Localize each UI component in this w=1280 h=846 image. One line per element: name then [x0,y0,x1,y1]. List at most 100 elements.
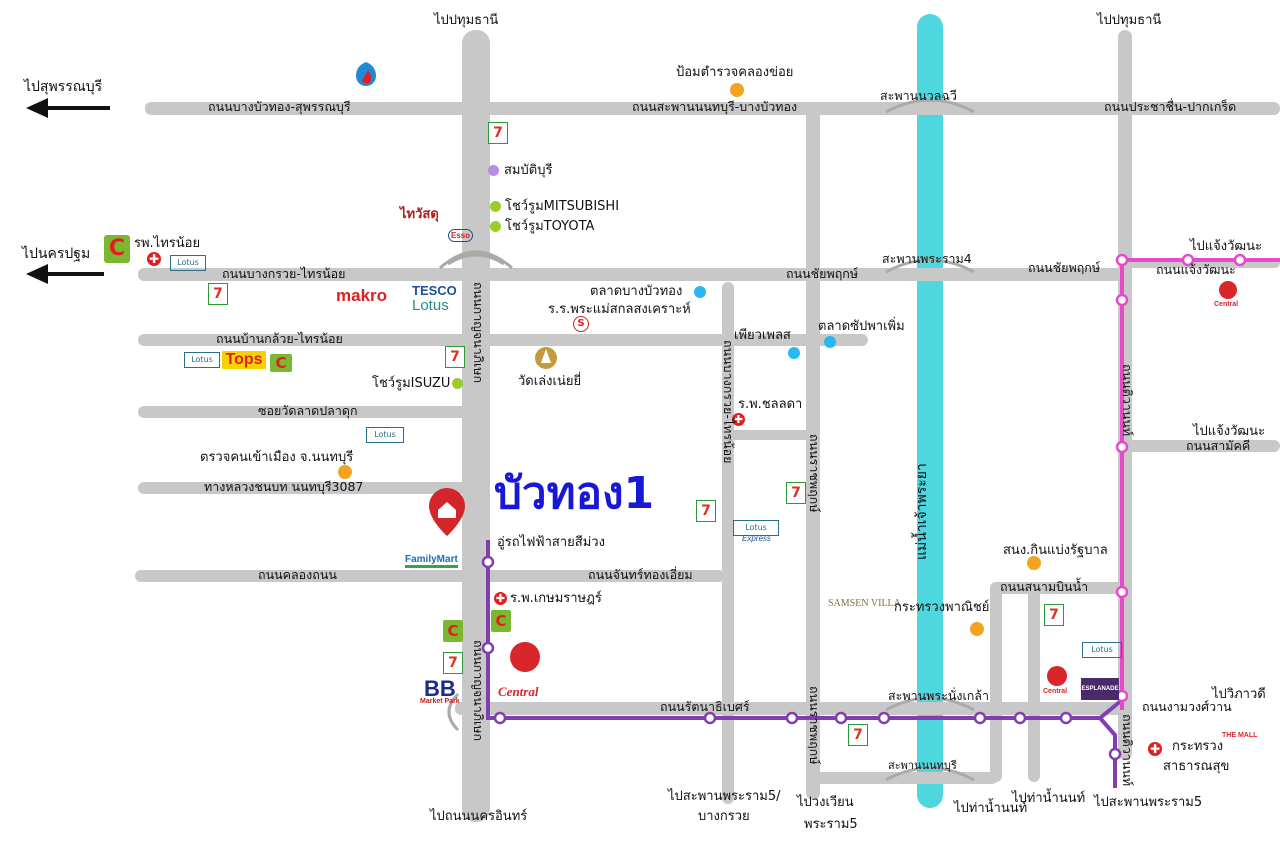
place-school: ร.ร.พระแม่สกลสงเคราะห์ [548,302,691,317]
place-wat-la-noi: วัดเล่งเน่ยยี่ [518,374,582,389]
road-bangkruai-sainoi-v [722,282,734,804]
road-bottom [808,772,998,784]
location-pin-icon [429,488,465,536]
direction-rama5: ไปสะพานพระราม5/ [668,789,781,804]
tesco-lotus-icon: Lotus [184,352,220,368]
esso-logo: Esso [448,229,474,242]
road-sanam-bin-nam [990,582,1130,594]
road-label-saphan-nonthaburi: ถนนสะพานนนทบุรี-บางบัวทอง [632,99,798,114]
school-logo-icon: S [573,316,589,332]
direction-tha-nam-2: ไปท่าน้ำนนท์ [1012,791,1086,806]
fuel-station-icon [356,62,376,86]
seven-eleven-icon: 7 [488,122,508,144]
seven-eleven-icon: 7 [443,652,463,674]
place-isuzu: โชว์รูมISUZU [372,376,451,391]
road-label-kanchanaphisek-2: ถนนกาญจนาภิเษก [471,640,486,742]
direction-suphan: ไปสุพรรณบุรี [24,79,103,95]
road-label-tiwanon-2: ถนนติวานนท์ [1120,714,1135,787]
big-c-icon: C [270,354,292,372]
road-bangkruai-sainoi [138,268,1128,281]
tesco-lotus-icon: Lotus [733,520,779,536]
big-c-icon: C [443,620,463,642]
road-bangbuathong-suphan [145,102,490,115]
seven-eleven-icon: 7 [208,283,228,305]
tesco-lotus-icon: Lotus [366,427,404,443]
mitsubishi-dot [490,201,501,212]
road-rattanathibet [455,702,1125,715]
place-immigration: ตรวจคนเข้าเมือง จ.นนทบุรี [200,450,354,465]
place-cholada: ร.พ.ชลลดา [738,397,803,412]
road-label-bankluai-sainoi: ถนนบ้านกล้วย-ไทรน้อย [216,331,343,346]
place-kasemrad: ร.พ.เกษมราษฎร์ [510,591,602,606]
road-label-bangkruai-sainoi-v: ถนนบางกรวย-ไทรน้อย [721,340,736,464]
samnak-dot [1027,556,1041,570]
seven-eleven-icon: 7 [445,346,465,368]
big-c-icon: C [491,610,511,632]
sombat-dot [488,165,499,176]
place-talat-bangbuathong: ตลาดบางบัวทอง [590,284,683,299]
police-dot [730,83,744,97]
place-phiao-plaza: เพียวเพลส [734,328,791,343]
road-label-highway3087: ทางหลวงชนบท นนทบุรี3087 [204,479,364,494]
place-mitsubishi: โชว์รูมMITSUBISHI [505,199,620,214]
direction-nakhonpathom: ไปนครปฐม [22,246,91,262]
road-label-ratchaphruek-2: ถนนราชพฤกษ์ [807,686,822,765]
thaiwatsadu-logo: ไทวัสดุ [400,206,439,221]
isuzu-dot [452,378,463,389]
tesco-lotus-icon: Lotus [1082,642,1122,658]
central-logo-icon-3 [1219,281,1237,299]
direction-chaengwattana-top: ไปแจ้งวัฒนะ [1190,239,1263,254]
road-label-bangkruai-sainoi: ถนนบางกรวย-ไทรน้อย [222,266,346,281]
direction-pathumthani-left: ไปปทุมธานี [434,13,499,28]
lotus-logo: Lotus [412,297,449,314]
road-cholada-spur [728,430,818,440]
page-title: บัวทอง1 [494,468,655,519]
road-samakkhi [1120,440,1280,452]
road-khlong-thanon [135,570,725,582]
hospital-icon: ✚ [147,252,161,266]
temple-icon [535,347,557,369]
bb-logo: BB [424,676,456,701]
hospital-icon-health: ✚ [1148,742,1162,756]
road-highway3087 [138,482,478,494]
hospital-icon-kasemrad: ✚ [494,592,507,605]
bridge-label-rama4: สะพานพระราม4 [882,251,972,266]
road-label-rattanathibet: ถนนรัตนาธิเบศร์ [660,699,750,714]
pure-place-dot [788,347,800,359]
esplanade-logo: ESPLANADE [1081,678,1119,700]
direction-wongwian: ไปวงเวียน [797,795,854,810]
place-purple-line-station: อู่รถไฟฟ้าสายสีม่วง [497,535,605,550]
place-pom-tamruat: ป้อมตำรวจคลองข่อย [676,65,794,80]
toyota-dot [490,221,501,232]
the-mall-logo: THE MALL [1222,732,1258,739]
place-samnak-kan: สนง.กินแบ่งรัฐบาล [1003,543,1108,558]
place-sombat: สมบัติบุรี [504,163,553,178]
bb-sub: Market Park [420,698,460,705]
interchanges [439,98,975,782]
road-label-pracha-chuen: ถนนประชาชื่น-ปากเกร็ด [1104,99,1237,114]
arrow-suphan [26,98,110,118]
road-label-sanam-bin-nam: ถนนสนามบินน้ำ [1000,579,1089,594]
familymart-logo: FamilyMart [405,554,458,568]
road-label-chan-thong-iam: ถนนจันทร์ทองเอี่ยม [588,567,693,582]
road-label-ratchaphruek: ถนนราชพฤกษ์ [807,434,822,513]
central-logo-icon-2 [1047,666,1067,686]
road-label-chaiyaphruek-2: ถนนชัยพฤกษ์ [1028,260,1101,275]
direction-phraram5: พระราม5 [804,817,858,832]
road-sanam-v1 [990,582,1002,782]
road-label-tiwanon: ถนนติวานนท์ [1120,364,1135,437]
direction-bangkruai: บางกรวย [698,809,750,824]
central-logo: Central [498,684,539,699]
place-commerce: กระทรวงพาณิชย์ [894,600,990,615]
big-c-icon: C [104,235,130,263]
place-health: กระทรวง [1172,739,1224,754]
samsen-villa-logo: SAMSEN VILLA [828,598,901,609]
central-logo-icon [510,642,540,672]
makro-logo: makro [336,286,388,305]
road-label-chaiyaphruek: ถนนชัยพฤกษ์ [786,266,859,281]
talat-sapphaphoen-dot [824,336,836,348]
road-label-ngam-wong-wan: ถนนงามวงศ์วาน [1142,699,1232,714]
bridge-label-nuanchawi: สะพานนวลฉวี [880,88,957,103]
